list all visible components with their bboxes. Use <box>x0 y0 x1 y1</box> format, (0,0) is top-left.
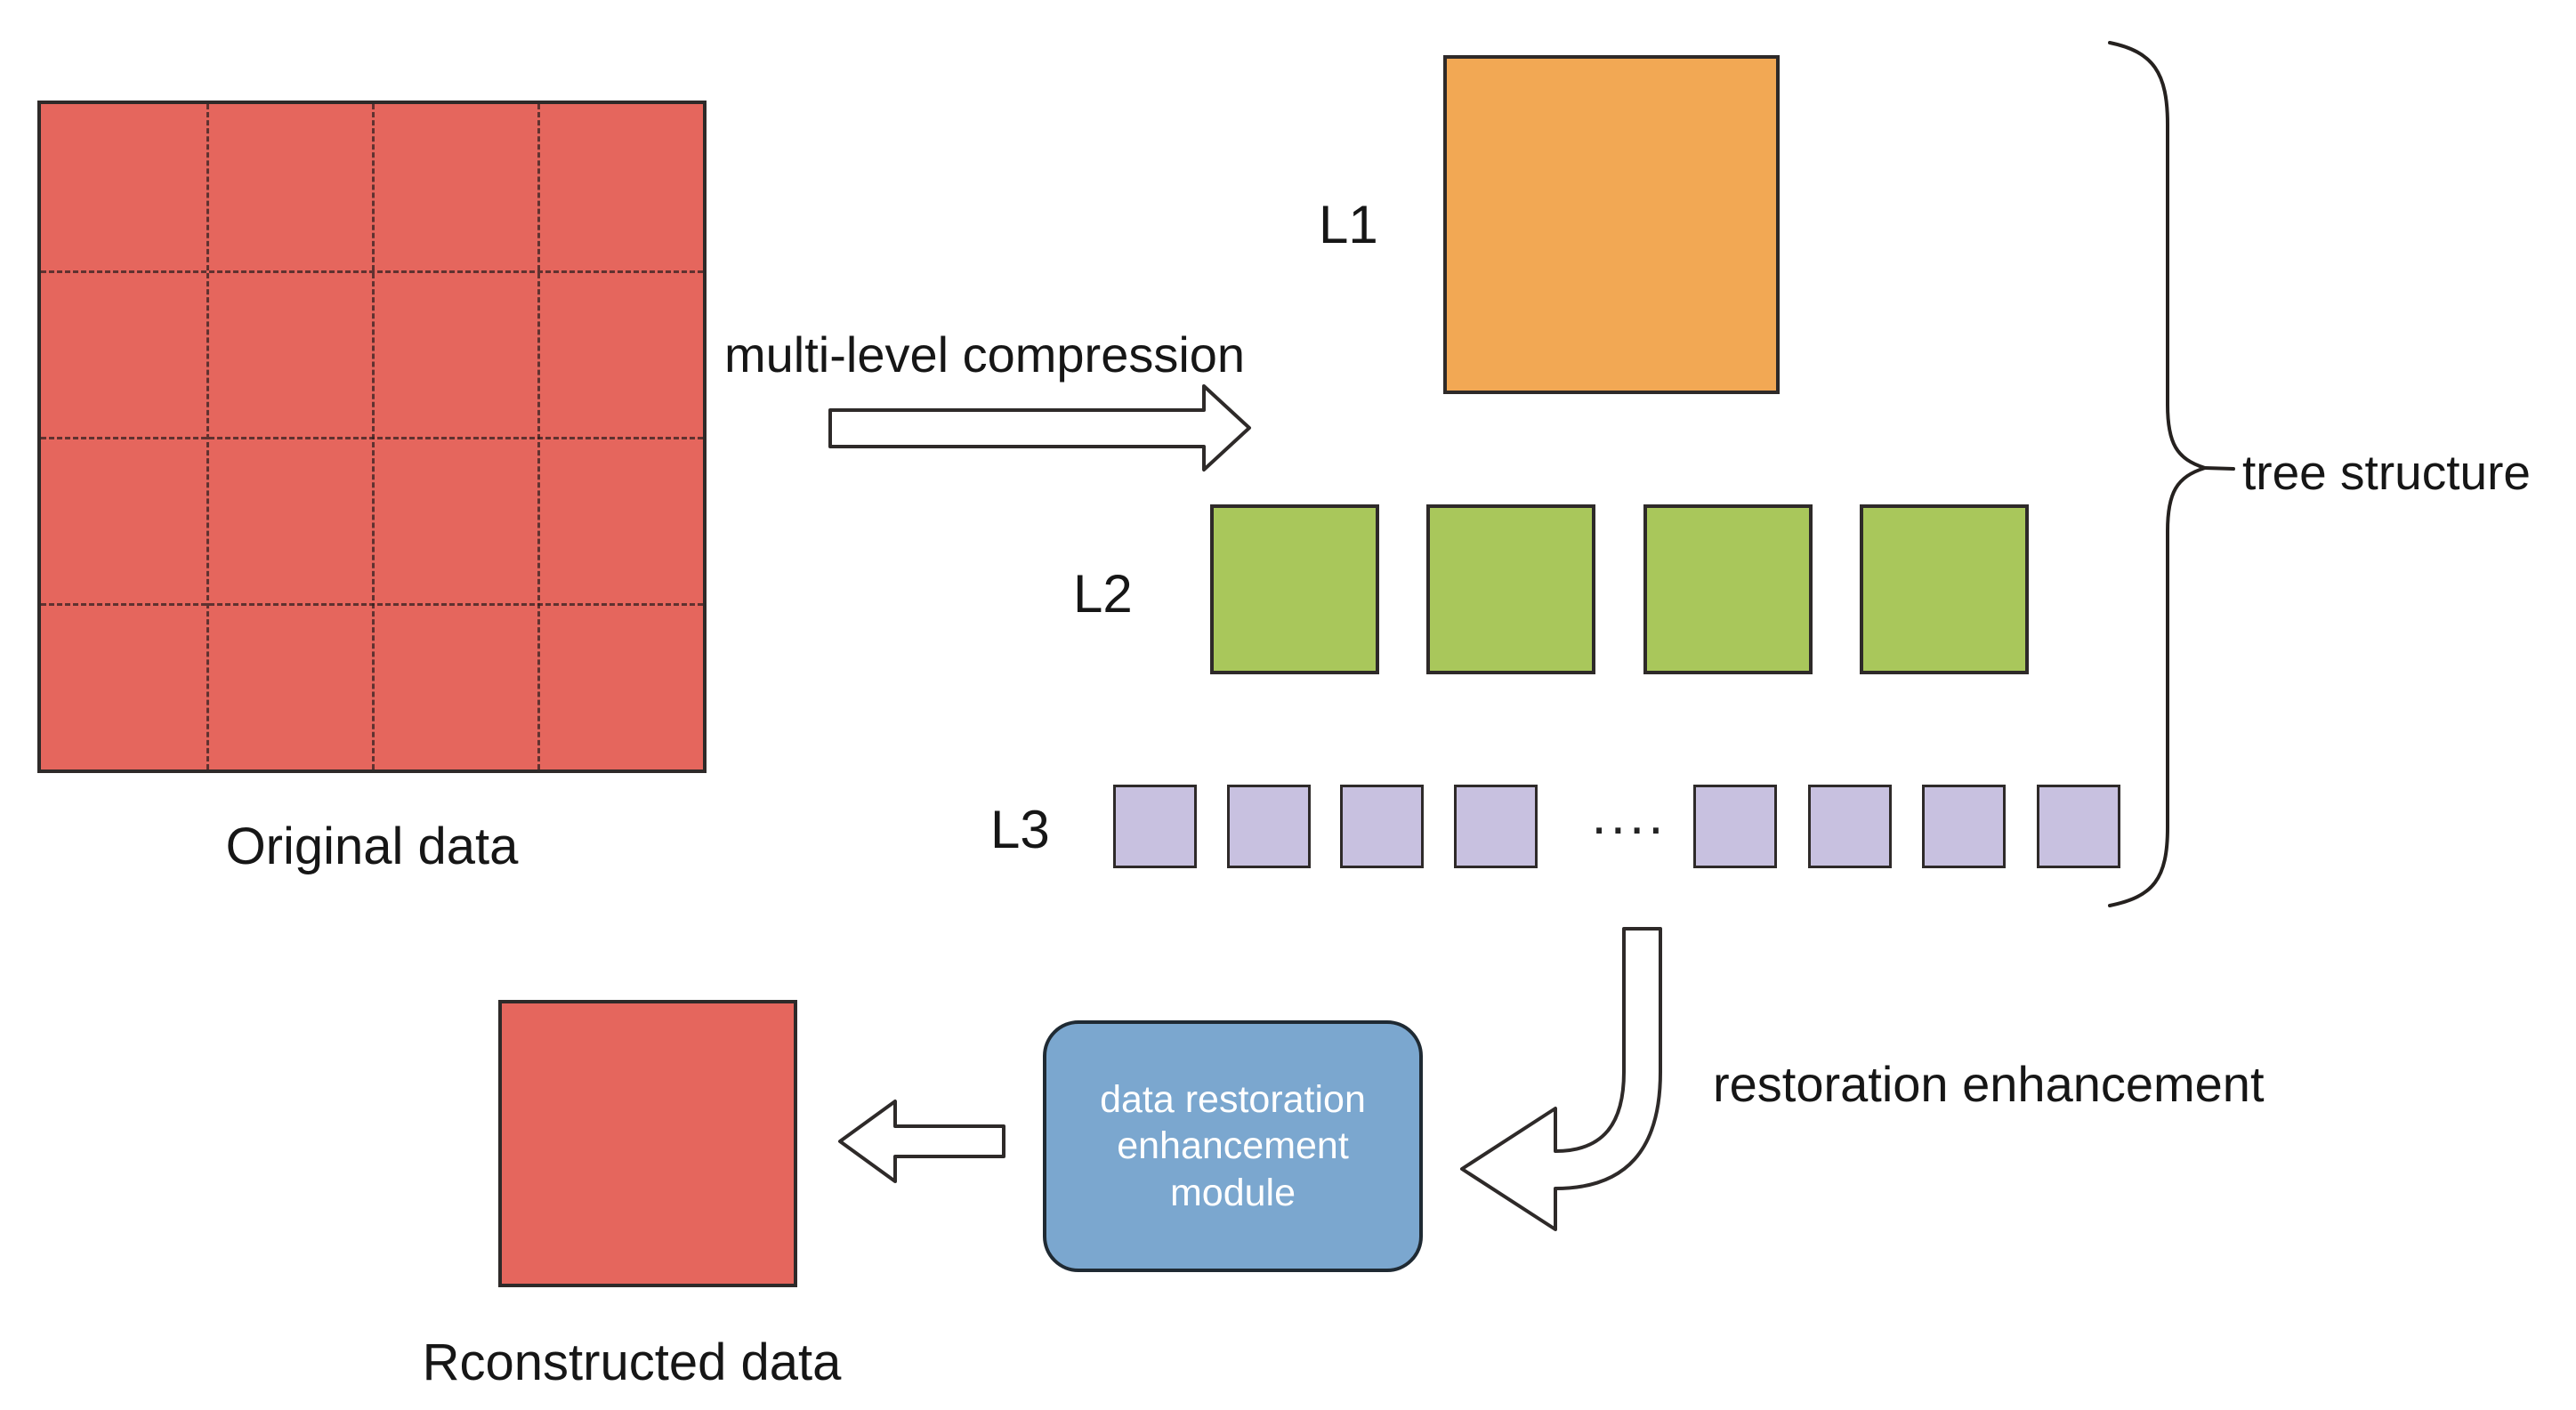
l1-square <box>1443 55 1780 394</box>
l3-square <box>1453 785 1538 868</box>
l2-square <box>1426 504 1596 674</box>
restoration-module-box: data restoration enhancement module <box>1043 1020 1423 1272</box>
grid-line-horizontal <box>41 437 703 439</box>
reconstructed-data-label: Rconstructed data <box>422 1333 842 1391</box>
l3-square <box>1922 785 2007 868</box>
l1-label: L1 <box>1319 195 1378 254</box>
l2-square <box>1859 504 2029 674</box>
grid-line-vertical <box>537 104 540 769</box>
l3-square <box>1340 785 1425 868</box>
tree-brace <box>2108 41 2211 907</box>
tree-structure-label: tree structure <box>2242 445 2532 500</box>
reconstructed-data-square <box>498 1000 797 1287</box>
module-label-line1: data restoration <box>1100 1077 1366 1121</box>
l2-square <box>1643 504 1813 674</box>
l3-square <box>1807 785 1892 868</box>
module-label-line3: module <box>1169 1171 1296 1214</box>
left-arrow-icon <box>838 1100 1005 1183</box>
right-arrow-icon <box>828 384 1251 471</box>
l3-square <box>1226 785 1311 868</box>
l3-row-right <box>1693 785 2120 868</box>
l2-row <box>1210 504 2029 674</box>
l2-square <box>1210 504 1379 674</box>
module-label-line2: enhancement <box>1117 1124 1349 1168</box>
grid-line-horizontal <box>41 603 703 606</box>
bent-arrow-icon <box>1460 927 1662 1231</box>
brace-connector-line <box>2203 466 2235 471</box>
ellipsis-label: .... <box>1591 785 1668 846</box>
restoration-enhancement-label: restoration enhancement <box>1713 1056 2265 1112</box>
l2-label: L2 <box>1073 564 1133 624</box>
l3-row-left <box>1113 785 1538 868</box>
compression-label: multi-level compression <box>724 326 1246 383</box>
l3-label: L3 <box>990 800 1050 859</box>
l3-square <box>1113 785 1197 868</box>
l3-square <box>1693 785 1777 868</box>
original-data-label: Original data <box>225 818 519 875</box>
l3-square <box>2036 785 2120 868</box>
original-data-square <box>37 101 707 773</box>
